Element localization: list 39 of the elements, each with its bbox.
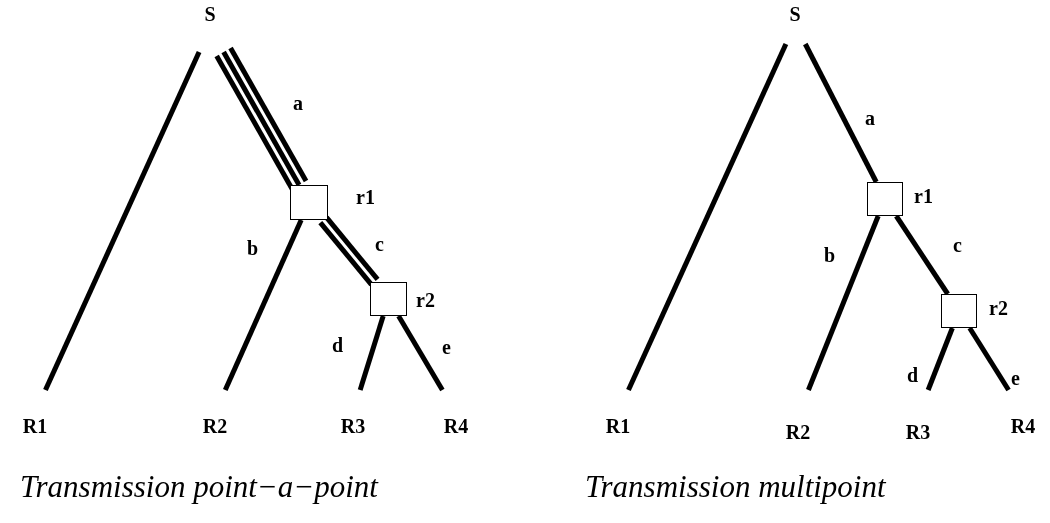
node-label: R4 — [443, 416, 469, 436]
link-line — [396, 314, 445, 392]
link-line — [223, 218, 304, 392]
node-label: R4 — [1010, 416, 1036, 436]
node-label: S — [204, 4, 216, 24]
router-box — [941, 294, 977, 328]
node-label: S — [789, 4, 801, 24]
link-line — [357, 315, 386, 391]
router-label: r1 — [355, 187, 376, 207]
node-label: R1 — [605, 416, 631, 436]
link-line — [318, 220, 374, 287]
link-line — [626, 42, 789, 392]
node-label: R3 — [905, 422, 931, 442]
router-label: r2 — [988, 298, 1009, 318]
link-line — [221, 50, 302, 187]
router-label: r1 — [913, 186, 934, 206]
caption: Transmission multipoint — [585, 470, 886, 505]
router-box — [867, 182, 903, 216]
link-line — [803, 42, 879, 184]
node-label: R2 — [202, 416, 228, 436]
node-label: R2 — [785, 422, 811, 442]
router-box — [290, 185, 328, 220]
link-line — [806, 215, 881, 391]
link-line — [43, 50, 202, 392]
link-line — [214, 54, 295, 191]
edge-label: d — [331, 335, 345, 355]
link-line — [228, 46, 309, 183]
node-label: R3 — [340, 416, 366, 436]
edge-label: b — [246, 238, 260, 258]
link-line — [925, 327, 955, 391]
link-line — [967, 326, 1011, 392]
router-box — [370, 282, 407, 316]
router-label: r2 — [415, 290, 436, 310]
caption: Transmission point−a−point — [20, 470, 378, 505]
edge-label: b — [823, 245, 837, 265]
link-line — [894, 214, 950, 296]
edge-label: d — [906, 365, 920, 385]
link-line — [324, 215, 380, 282]
node-label: R1 — [22, 416, 48, 436]
